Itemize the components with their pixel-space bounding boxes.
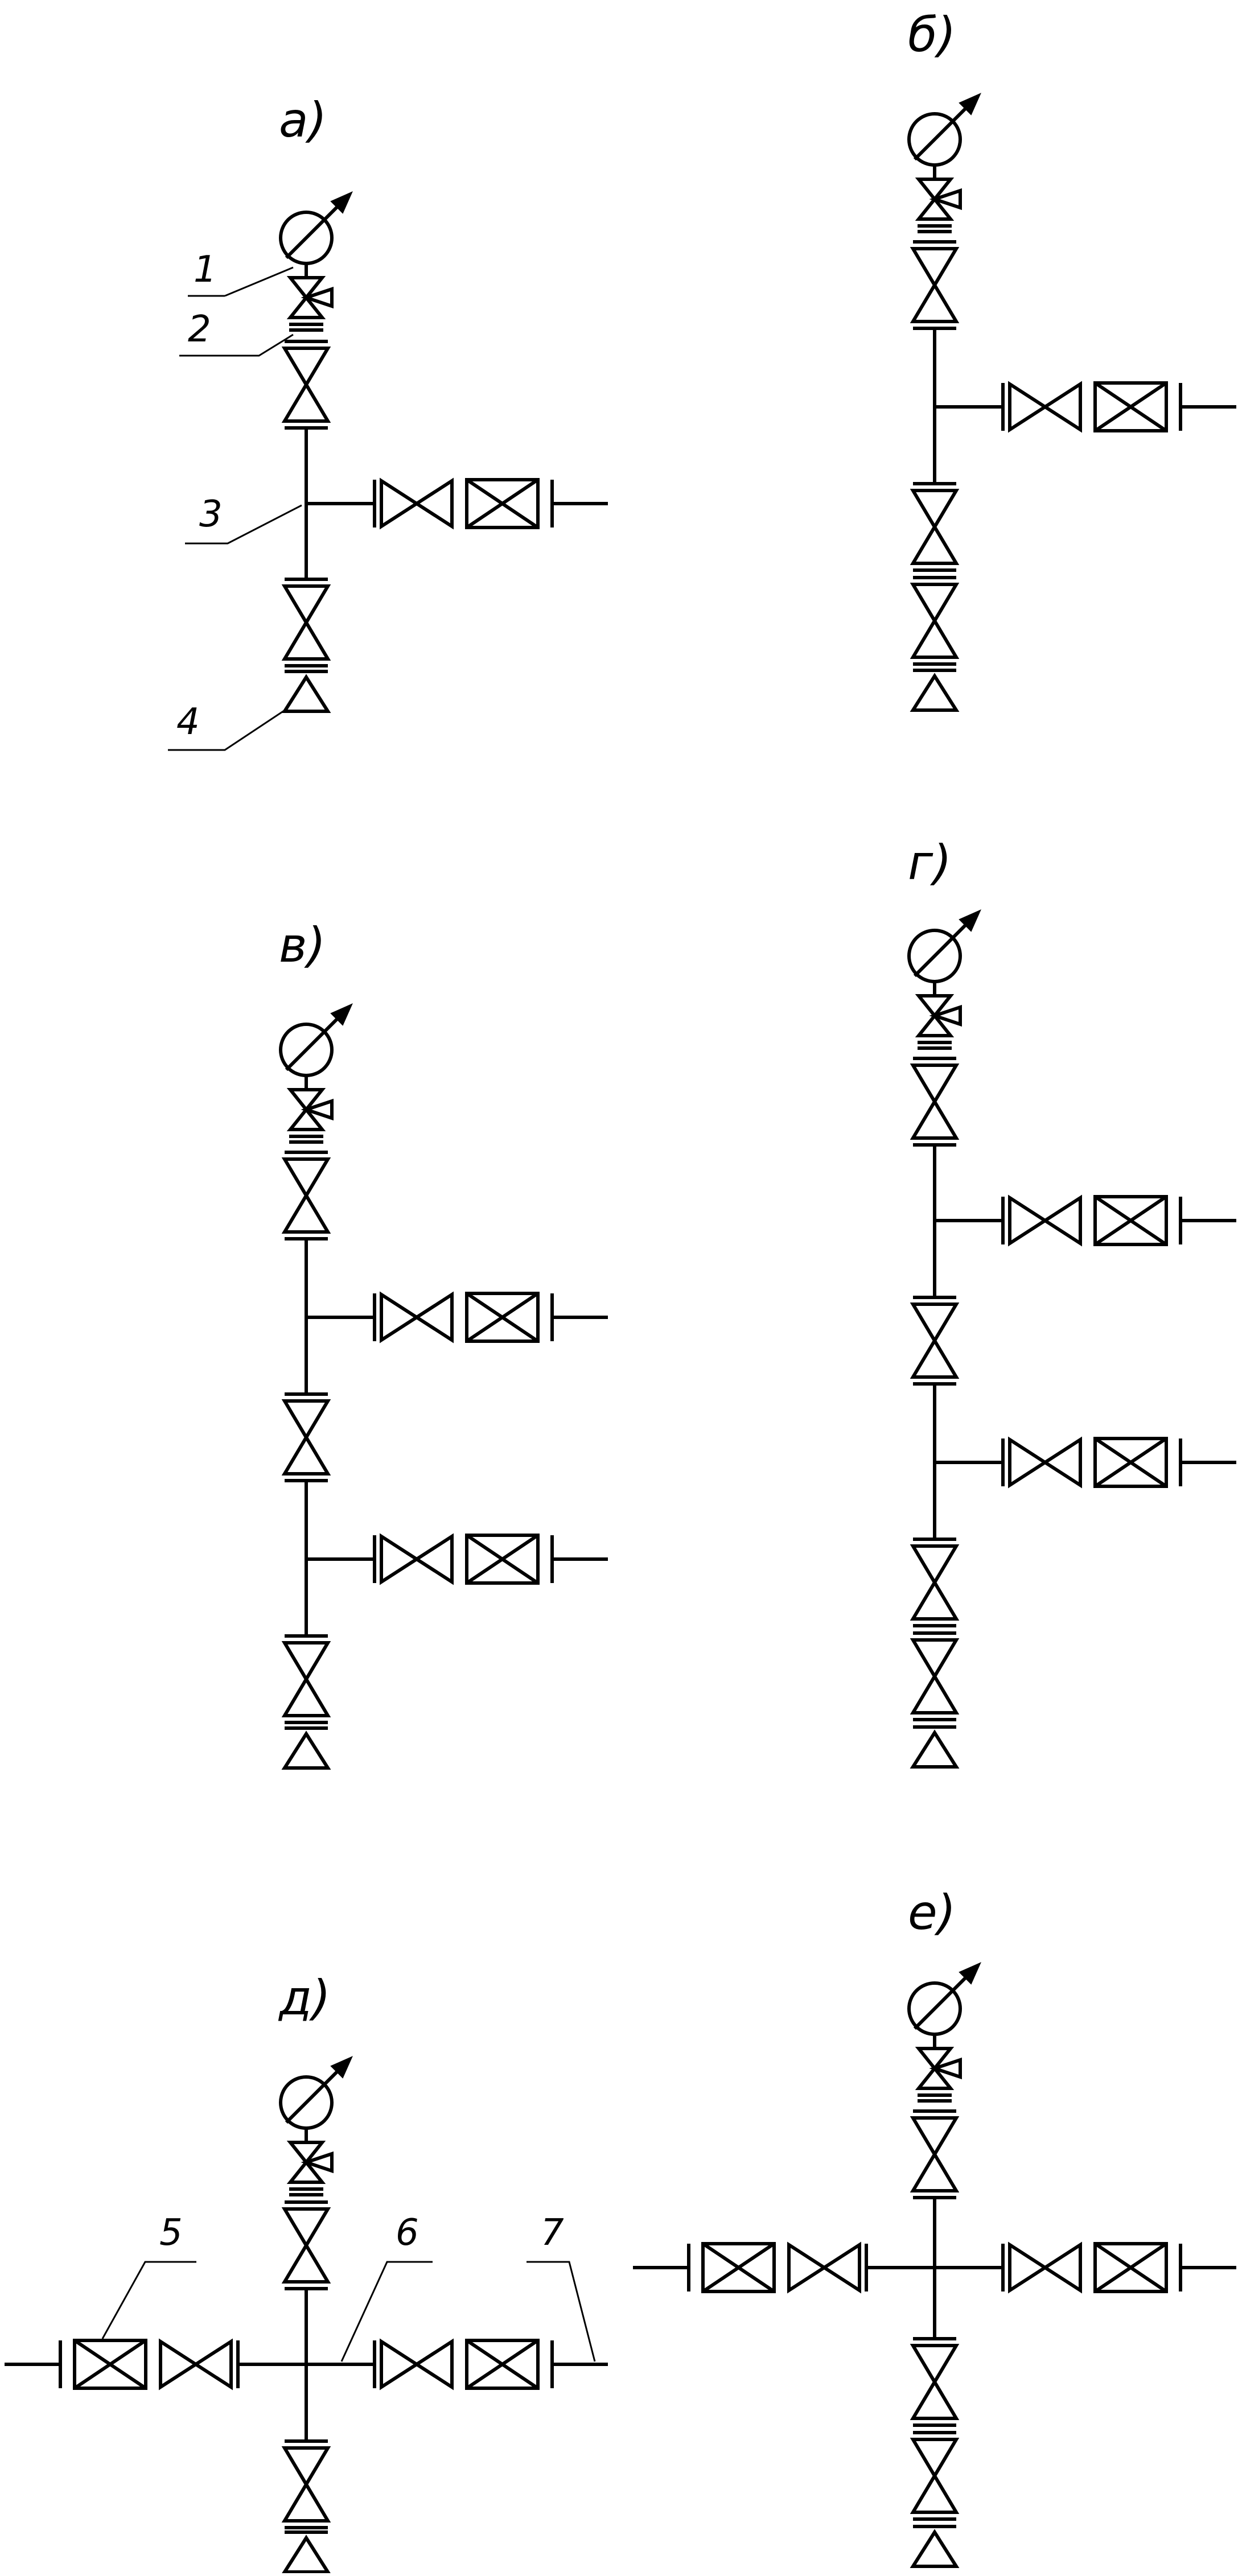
callout-5: 5 [159,2212,183,2254]
diagram-a: а) 1 2 3 4 [168,92,608,751]
diagram-b-label: б) [908,7,956,63]
callout-7: 7 [541,2212,564,2254]
diagram-d: д) 5 6 7 [5,1970,608,2572]
callout-3: 3 [199,493,223,535]
diagram-d-label: д) [278,1970,331,2026]
callout-6: 6 [396,2212,419,2254]
diagram-e: е) [633,1885,1236,2566]
callout-2: 2 [188,308,211,351]
diagram-e-label: е) [908,1885,956,1940]
callout-4: 4 [176,701,200,743]
callout-1: 1 [194,249,217,291]
diagram-g-label: г) [908,835,952,891]
diagram-v: в) [279,917,608,1768]
diagram-a-label: а) [279,92,327,148]
diagram-b: б) [908,7,1236,710]
diagram-g: г) [908,835,1236,1767]
diagram-v-label: в) [279,917,326,973]
